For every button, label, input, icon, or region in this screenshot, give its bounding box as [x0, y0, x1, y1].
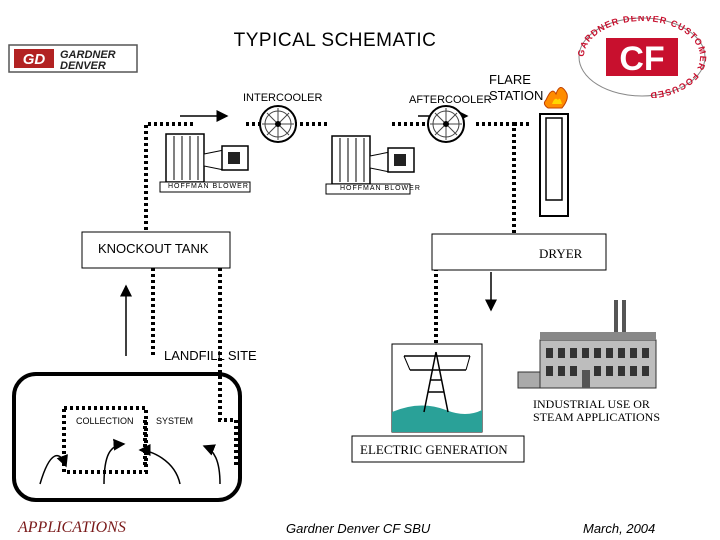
collection-wells: [39, 406, 221, 485]
cf-mark-text: CF: [619, 40, 664, 78]
collection-label: COLLECTION: [76, 416, 134, 426]
flare-flame-icon: [543, 87, 568, 109]
industrial-plant-icon: [517, 300, 657, 389]
dryer-box: [431, 233, 607, 271]
flare-label-line2: STATION: [489, 88, 544, 103]
gd-mark-background: [14, 49, 54, 68]
blower1-label: HOFFMAN BLOWER: [168, 183, 249, 190]
electric-generation-box: [351, 435, 525, 463]
intercooler-label: INTERCOOLER: [243, 92, 323, 104]
industrial-label-line1: INDUSTRIAL USE OR: [533, 397, 650, 411]
flare-stack: [539, 87, 569, 217]
power-tower-icon: [391, 343, 483, 433]
aftercooler-label: AFTERCOOLER: [409, 94, 492, 106]
hoffman-blower-1: [159, 133, 251, 193]
landfill-boundary: [12, 372, 242, 502]
footer-date: March, 2004: [583, 521, 656, 536]
flare-label-line1: FLARE: [489, 72, 531, 87]
dryer-label: DRYER: [539, 246, 583, 261]
knockout-tank-label: KNOCKOUT TANK: [98, 241, 209, 256]
system-label: SYSTEM: [156, 416, 194, 426]
landfill-site-label: LANDFILL SITE: [164, 348, 257, 363]
gardner-denver-logo: GD GARDNER DENVER: [8, 44, 138, 73]
hoffman-blower-2: [325, 135, 415, 195]
gd-mark-text: GD: [23, 51, 46, 68]
cf-mark-background: [606, 38, 678, 76]
gd-logo-line2: DENVER: [60, 60, 106, 72]
page-title: TYPICAL SCHEMATIC: [233, 30, 437, 51]
footer-applications: APPLICATIONS: [18, 519, 126, 536]
customer-focused-seal: GARDNER DENVER CUSTOMER FOCUSED CF: [576, 16, 707, 98]
aftercooler-fan: [427, 105, 465, 143]
gd-logo-line1: GARDNER: [60, 49, 116, 61]
industrial-label-line2: STEAM APPLICATIONS: [533, 410, 661, 424]
electric-generation-label: ELECTRIC GENERATION: [360, 442, 508, 457]
blower2-label: HOFFMAN BLOWER: [340, 185, 421, 192]
knockout-tank-box: [81, 231, 231, 269]
footer-organization: Gardner Denver CF SBU: [286, 521, 431, 536]
intercooler-fan: [259, 105, 297, 143]
